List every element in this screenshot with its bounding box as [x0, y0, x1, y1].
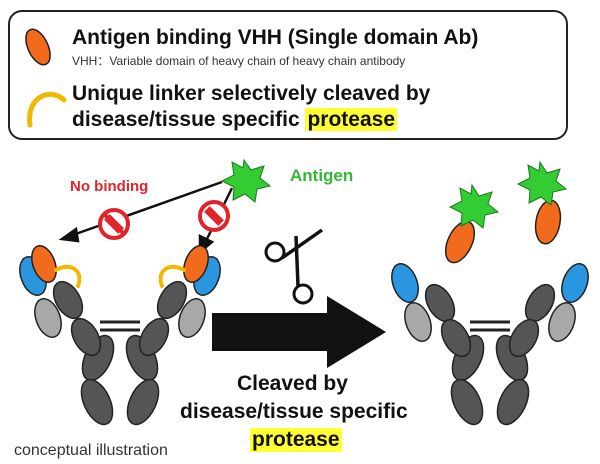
linker-icon	[54, 264, 82, 288]
antigen-label: Antigen	[290, 166, 354, 185]
prohibited-icon	[98, 208, 130, 240]
cleaved-by-label: Cleaved by	[237, 372, 348, 395]
arrow-right-icon	[212, 296, 386, 368]
antigen-icon	[448, 183, 500, 229]
prohibited-icon	[198, 200, 230, 232]
cleaved-condition-label: disease/tissue specific	[180, 400, 408, 423]
antibody-icon	[391, 263, 589, 426]
protease-highlight: protease	[305, 108, 398, 131]
caption: conceptual illustration	[14, 442, 168, 459]
vhh-icon	[444, 220, 476, 264]
antibody-icon	[19, 245, 221, 426]
linker-description-line2: disease/tissue specific protease	[72, 108, 398, 132]
scissors-icon	[264, 228, 324, 305]
vhh-icon	[25, 28, 51, 66]
released-vhh-antigen-complex	[444, 160, 568, 264]
vhh-title: Antigen binding VHH (Single domain Ab)	[72, 26, 479, 49]
cleaved-protease-label: protease	[250, 428, 342, 452]
antigen-icon	[220, 158, 272, 203]
linker-icon	[158, 264, 186, 288]
legend-box	[8, 10, 568, 140]
linker-description-prefix: disease/tissue specific	[72, 108, 306, 131]
no-binding-label: No binding	[70, 178, 149, 195]
linker-icon	[27, 91, 67, 128]
vhh-icon	[534, 199, 562, 245]
linker-description-line1: Unique linker selectively cleaved by	[72, 82, 431, 105]
antigen-icon	[516, 160, 568, 206]
vhh-subtitle: VHH：Variable domain of heavy chain of he…	[72, 54, 406, 68]
